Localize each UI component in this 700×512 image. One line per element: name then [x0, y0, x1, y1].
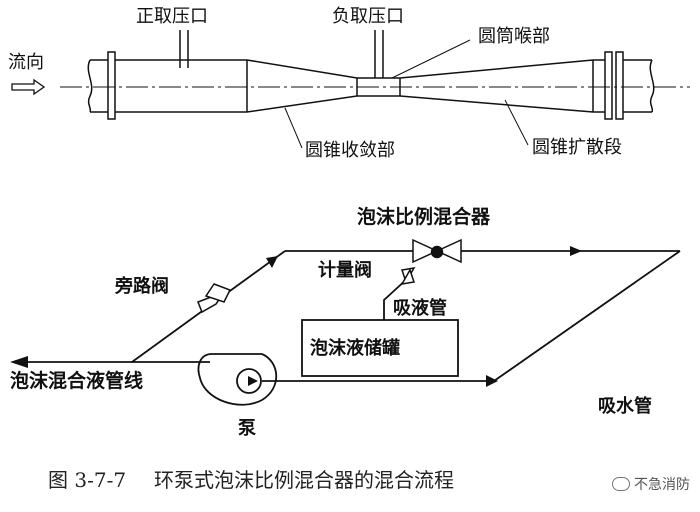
positive-tap-tube [179, 30, 189, 68]
convergent-cone [246, 59, 358, 113]
arrow-mixture-out [10, 356, 28, 368]
outlet-flange [604, 51, 613, 120]
throat [356, 77, 401, 97]
foam-tank-label: 泡沫液储罐 [310, 338, 400, 359]
arrow-bypass [266, 256, 278, 268]
arrow-water-in [486, 375, 498, 387]
metering-valve-icon [400, 267, 416, 285]
inlet-pipe [87, 59, 108, 113]
negative-tap-tube [374, 30, 384, 78]
figure-number: 图 3-7-7 [48, 468, 127, 492]
divergent-cone [399, 59, 594, 113]
pump-label: 泵 [238, 418, 256, 439]
arrow-inlet [248, 376, 258, 386]
pump-inlet [236, 368, 262, 394]
wechat-icon [612, 477, 630, 491]
watermark-text: 不急消防 [634, 477, 690, 493]
arrow-loop [570, 246, 582, 256]
figure-caption: 图 3-7-7 环泵式泡沫比例混合器的混合流程 [48, 464, 454, 493]
throat-leader [391, 39, 471, 79]
inlet-flange [107, 51, 116, 120]
positive-tap-label: 正取压口 [136, 6, 208, 27]
convergent-label: 圆锥收敛部 [305, 140, 395, 161]
flow-direction-label: 流向 [8, 52, 44, 73]
negative-tap-label: 负取压口 [332, 6, 404, 27]
outlet-pipe [623, 59, 655, 113]
proportioner-valve-icon [412, 238, 462, 264]
bypass-valve-icon [197, 283, 232, 314]
loop-right [493, 250, 681, 382]
figure-title: 环泵式泡沫比例混合器的混合流程 [154, 468, 455, 492]
proportioner-label: 泡沫比例混合器 [357, 206, 491, 228]
convergent-leader [284, 107, 303, 149]
watermark: 不急消防 [612, 474, 690, 494]
divergent-leader [504, 99, 529, 146]
outlet-flange-2 [615, 51, 624, 120]
metering-valve-label: 计量阀 [318, 260, 372, 281]
divergent-label: 圆锥扩散段 [532, 137, 622, 158]
flow-arrow [11, 78, 46, 96]
foam-tank-box [301, 319, 459, 377]
suction-pipe [383, 277, 409, 320]
throat-label: 圆筒喉部 [478, 26, 550, 47]
bypass-valve-label: 旁路阀 [115, 276, 169, 297]
mixture-line-label: 泡沫混合液管线 [10, 370, 144, 392]
suction-pipe-label: 吸液管 [393, 298, 447, 319]
water-suction-label: 吸水管 [598, 396, 652, 417]
outlet-cylinder [592, 59, 605, 113]
inlet-cylinder [115, 59, 248, 113]
pump-volute [197, 353, 278, 406]
